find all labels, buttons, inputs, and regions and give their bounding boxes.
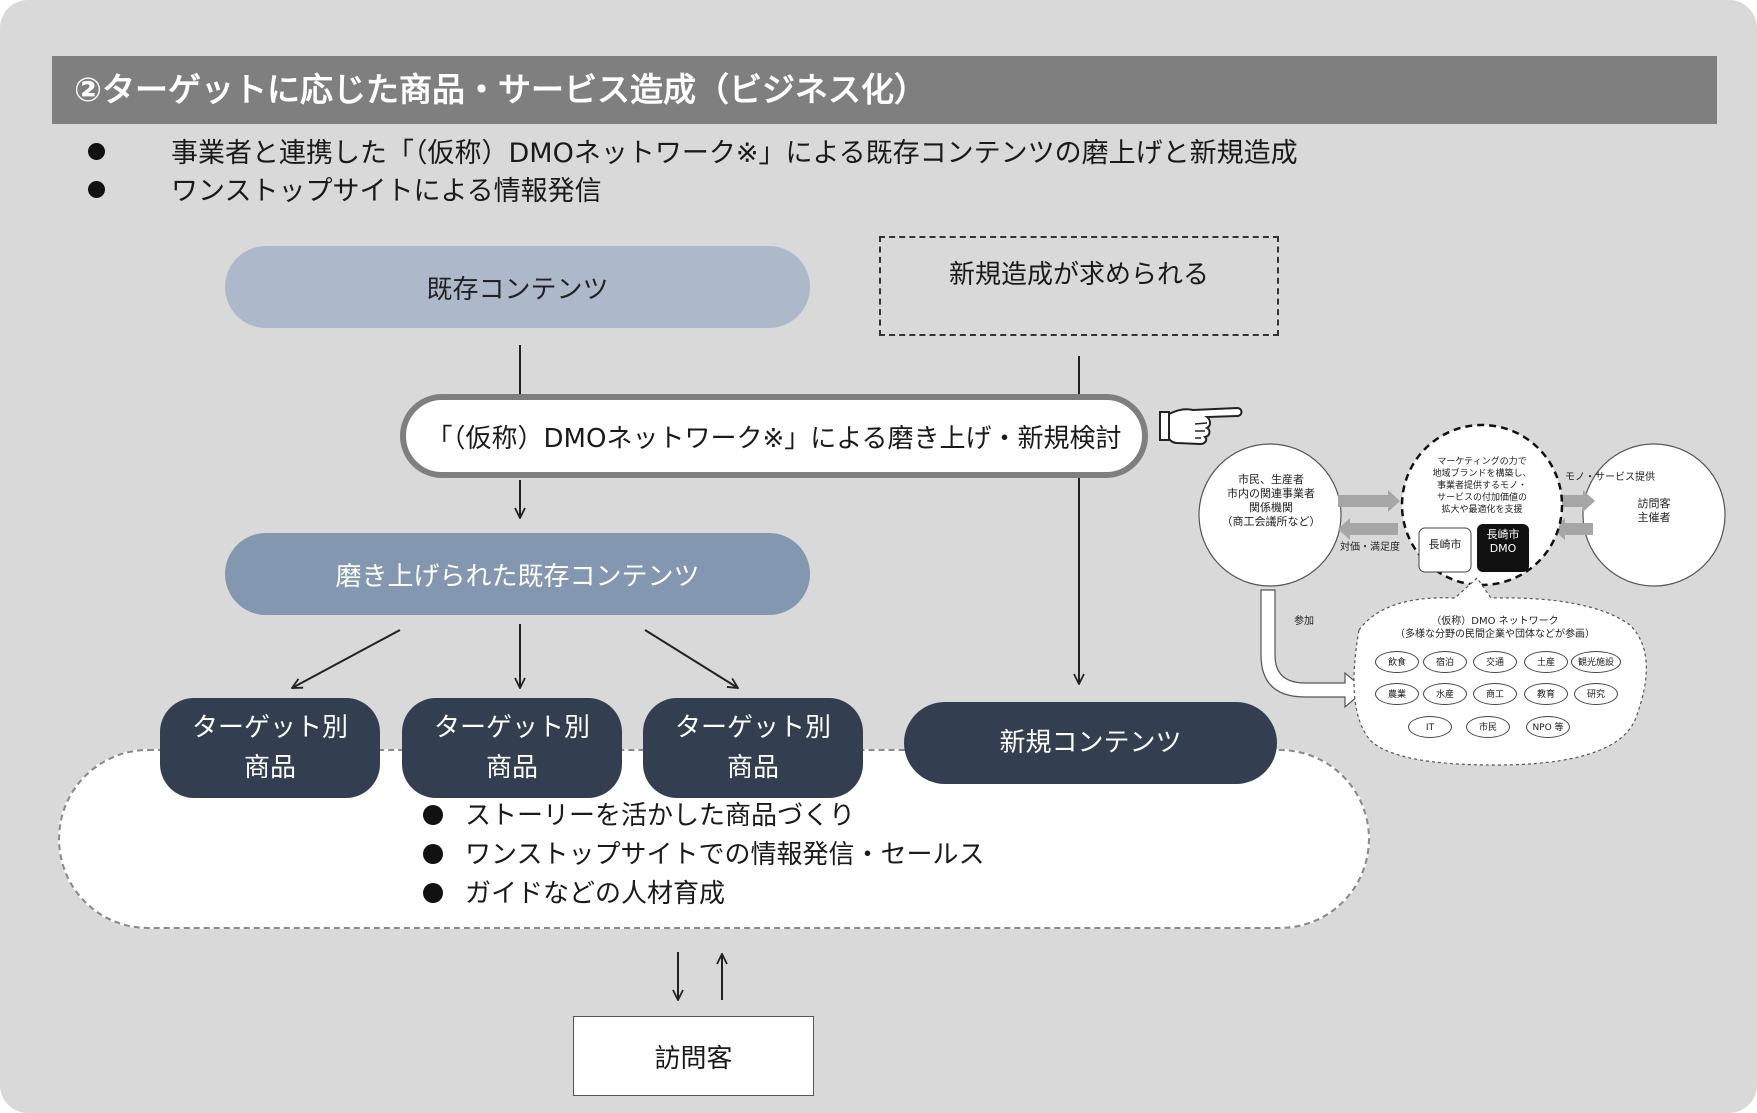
bullet-text: ワンストップサイトによる情報発信 bbox=[171, 176, 602, 207]
inset-text-line: 市民、生産者 bbox=[1238, 473, 1304, 486]
arrow-head bbox=[1388, 490, 1400, 512]
bullet-text: 事業者と連携した「（仮称）DMOネットワーク※」による既存コンテンツの磨上げと新… bbox=[171, 138, 1298, 169]
target-label-line2: 商品 bbox=[485, 753, 538, 783]
network-chip: 教育 bbox=[1524, 683, 1568, 705]
inset-text-line: 地域ブランドを構築し、 bbox=[1432, 469, 1532, 479]
inset-text-line: 長崎市 bbox=[1486, 528, 1520, 541]
network-chip: 宿泊 bbox=[1423, 651, 1467, 673]
network-subtitle: （多様な分野の民間企業や団体などが参画） bbox=[1395, 629, 1595, 640]
cloud-bullet-item: ワンストップサイトでの情報発信・セールス bbox=[423, 836, 984, 874]
target-product-node: ターゲット別商品 bbox=[402, 698, 622, 798]
value-arrow-label: 対価・満足度 bbox=[1340, 542, 1400, 553]
network-chip: 土産 bbox=[1524, 651, 1568, 673]
existing-content-node: 既存コンテンツ bbox=[225, 246, 810, 328]
arrow-bar bbox=[1565, 523, 1593, 535]
cloud-bullet-item: ガイドなどの人材育成 bbox=[423, 875, 725, 913]
dmo-network-node: 「（仮称）DMOネットワーク※」による磨き上げ・新規検討 bbox=[400, 394, 1148, 478]
arrow-head bbox=[1338, 518, 1350, 540]
network-chip: 水産 bbox=[1423, 683, 1467, 705]
target-label-line1: ターゲット別 bbox=[674, 713, 831, 743]
target-product-node: ターゲット別商品 bbox=[160, 698, 380, 798]
nagasaki-dmo-box bbox=[1477, 524, 1529, 572]
pointing-hand-icon bbox=[1159, 406, 1243, 446]
arrow-bar bbox=[1338, 495, 1388, 507]
inset-text-line: 主催者 bbox=[1637, 511, 1671, 524]
visitor-circle bbox=[1582, 443, 1726, 587]
bullet-dot bbox=[423, 804, 443, 825]
nagasaki-city-label: 長崎市 bbox=[1428, 538, 1462, 551]
dmo-circle-label: マーケティングの力で 地域ブランドを構築し、 事業者提供するモノ・ サービスの付… bbox=[1422, 456, 1542, 516]
new-content-node: 新規コンテンツ bbox=[904, 702, 1277, 784]
target-label-line2: 商品 bbox=[726, 753, 779, 783]
bullet-dot bbox=[88, 143, 105, 160]
new-required-node: 新規造成が求められる bbox=[879, 236, 1279, 336]
nagasaki-dmo-label: 長崎市 DMO bbox=[1477, 528, 1529, 556]
inset-text-line: （商工会議所など） bbox=[1221, 515, 1321, 528]
target-product-node: ターゲット別商品 bbox=[643, 698, 863, 798]
bullet-item: 事業者と連携した「（仮称）DMOネットワーク※」による既存コンテンツの磨上げと新… bbox=[88, 134, 1298, 174]
polished-content-node: 磨き上げられた既存コンテンツ bbox=[225, 533, 810, 615]
visitor-node: 訪問客 bbox=[573, 1016, 814, 1096]
citizen-circle-label: 市民、生産者 市内の関連事業者 関係機関 （商工会議所など） bbox=[1216, 473, 1326, 529]
target-label-line1: ターゲット別 bbox=[433, 713, 590, 743]
network-chip: 商工 bbox=[1473, 683, 1517, 705]
cloud-bullet-text: ストーリーを活かした商品づくり bbox=[465, 801, 856, 831]
bullet-dot bbox=[423, 882, 443, 903]
inset-text-line: DMO bbox=[1489, 542, 1517, 555]
section-header: ②ターゲットに応じた商品・サービス造成（ビジネス化） bbox=[52, 56, 1717, 124]
arrow-to-target-3 bbox=[644, 629, 738, 688]
cloud-bullet-item: ストーリーを活かした商品づくり bbox=[423, 797, 855, 835]
inset-text-line: サービスの付加価値の bbox=[1436, 493, 1527, 503]
arrow-head bbox=[1583, 490, 1595, 512]
bullet-dot bbox=[88, 181, 105, 198]
network-chip: IT bbox=[1408, 716, 1452, 738]
arrow-bar bbox=[1350, 523, 1398, 535]
network-chip: 市民 bbox=[1466, 716, 1510, 738]
participate-arrow bbox=[1260, 589, 1366, 709]
target-label-line1: ターゲット別 bbox=[191, 713, 348, 743]
network-title: （仮称）DMO ネットワーク bbox=[1431, 616, 1559, 627]
inset-text-line: 拡大や最適化を支援 bbox=[1441, 505, 1523, 515]
bullet-item: ワンストップサイトによる情報発信 bbox=[88, 172, 602, 212]
visitor-circle-label: 訪問客 主催者 bbox=[1619, 497, 1689, 525]
arrow-to-target-1 bbox=[292, 629, 401, 688]
network-chip: 交通 bbox=[1473, 651, 1517, 673]
network-label: （仮称）DMO ネットワーク （多様な分野の民間企業や団体などが参画） bbox=[1395, 615, 1595, 641]
network-chip: 研究 bbox=[1574, 683, 1618, 705]
inset-text-line: マーケティングの力で bbox=[1437, 457, 1527, 467]
inset-text-line: 事業者提供するモノ・ bbox=[1436, 481, 1527, 491]
service-arrow-label: モノ・サービス提供 bbox=[1565, 472, 1655, 483]
cloud-bullet-text: ワンストップサイトでの情報発信・セールス bbox=[465, 840, 985, 870]
network-chip: 飲食 bbox=[1375, 651, 1419, 673]
network-chip: 観光施設 bbox=[1571, 651, 1621, 673]
inset-text-line: 市内の関連事業者 bbox=[1227, 487, 1315, 500]
inset-text-line: 訪問客 bbox=[1637, 497, 1671, 510]
inset-text-line: 関係機関 bbox=[1249, 501, 1293, 514]
target-label-line2: 商品 bbox=[243, 753, 296, 783]
network-chip: NPO 等 bbox=[1526, 716, 1570, 738]
cloud-bullet-text: ガイドなどの人材育成 bbox=[465, 879, 726, 909]
bullet-dot bbox=[423, 843, 443, 864]
citizen-circle bbox=[1198, 443, 1342, 587]
network-chip: 農業 bbox=[1375, 683, 1419, 705]
participate-label: 参加 bbox=[1294, 616, 1314, 627]
nagasaki-city-box bbox=[1418, 527, 1472, 573]
